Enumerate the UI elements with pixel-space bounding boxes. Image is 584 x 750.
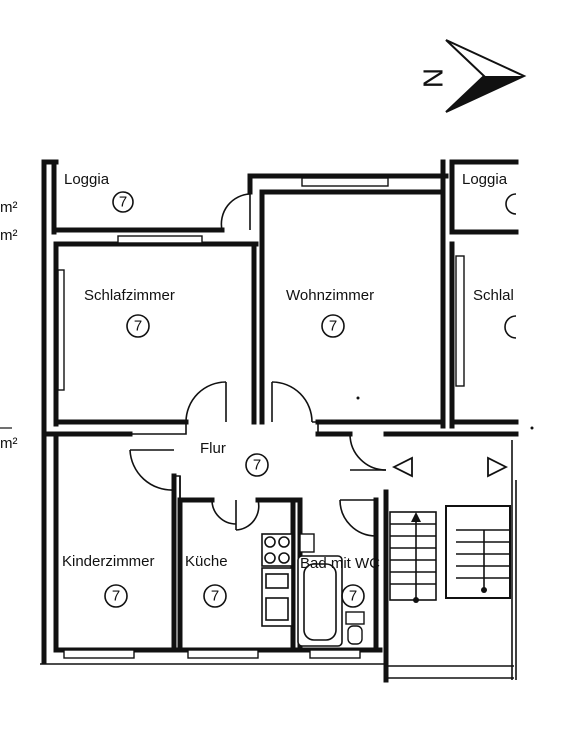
room-marker-wohnzimmer: 7 (329, 318, 337, 335)
room-marker-circle-partial (504, 315, 517, 339)
room-marker-bad: 7 (349, 588, 357, 605)
room-label-bad: Bad mit WC (300, 555, 380, 572)
walls (40, 159, 519, 683)
room-marker-circle (203, 584, 227, 608)
margin-fragment: m² (0, 227, 18, 244)
bathtub-icon (297, 555, 343, 647)
door-swings (129, 193, 387, 537)
room-label-wohnzimmer: Wohnzimmer (286, 287, 374, 304)
staircase (389, 505, 511, 603)
room-marker-circle-partial (505, 193, 517, 215)
north-arrow-icon (445, 39, 527, 113)
room-label-kueche: Küche (185, 553, 228, 570)
room-marker-circle (341, 584, 365, 608)
toilet-icon (345, 611, 365, 645)
margin-fragment: m² (0, 199, 18, 216)
room-marker-kueche: 7 (211, 588, 219, 605)
room-marker-circle (112, 191, 134, 213)
room-label-loggia-right: Loggia (462, 171, 508, 188)
room-label-schlafzimmer-right: Schlal (473, 287, 514, 304)
room-marker-flur: 7 (253, 457, 261, 474)
room-label-flur: Flur (200, 440, 226, 457)
room-marker-circle (126, 314, 150, 338)
room-marker-circle (321, 314, 345, 338)
room-marker-kinderzimmer: 7 (112, 588, 120, 605)
kitchen-counter (261, 567, 293, 627)
stove-icon (261, 533, 293, 567)
dot-mark (356, 396, 360, 400)
room-marker-loggia-left: 7 (119, 194, 127, 211)
sink-icon (299, 533, 315, 553)
windows (57, 177, 465, 659)
left-triangle-icon (391, 456, 413, 478)
room-label-kinderzimmer: Kinderzimmer (62, 553, 155, 570)
room-label-loggia-left: Loggia (64, 171, 110, 188)
compass-letter: N (418, 68, 449, 88)
room-marker-schlafzimmer: 7 (134, 318, 142, 335)
room-marker-circle (245, 453, 269, 477)
right-triangle-icon (487, 456, 509, 478)
room-marker-circle (104, 584, 128, 608)
room-label-schlafzimmer: Schlafzimmer (84, 287, 175, 304)
dot-mark (530, 426, 534, 430)
margin-fragment: m² (0, 435, 18, 452)
